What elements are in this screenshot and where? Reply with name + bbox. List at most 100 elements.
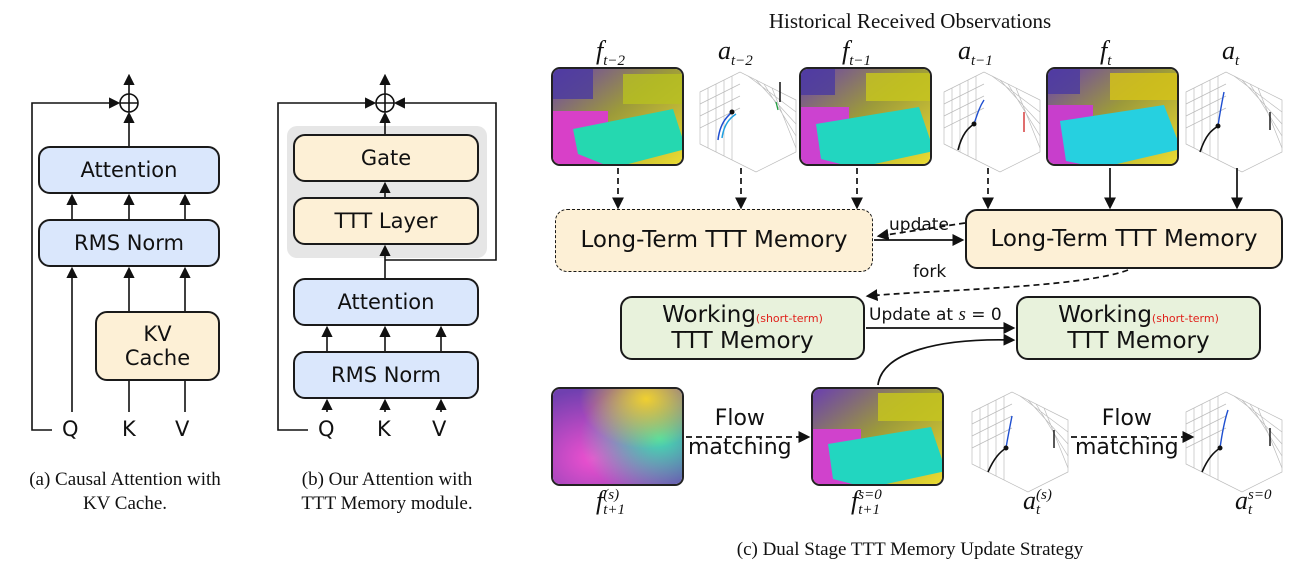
caption-a-line1: (a) Causal Attention with [29, 469, 221, 490]
caption-b-line2: TTT Memory module. [301, 492, 473, 514]
frame-label-base: f [1100, 36, 1108, 65]
label-sub: t [1036, 502, 1041, 519]
update-at-prefix: Update at [869, 305, 959, 325]
update-label: update [889, 215, 949, 235]
caption-b: (b) Our Attention with TTT Memory module… [262, 468, 512, 516]
frame-label-f-t-1: ft−1 [842, 36, 871, 70]
flow-image-f-t1-s [551, 387, 684, 486]
flow-image-f-t1-s0 [811, 387, 944, 486]
frame-label-base: a [718, 36, 731, 65]
sum-node-b [375, 93, 395, 113]
flow-line1: Flow [1101, 406, 1152, 431]
rms-norm-label: RMS Norm [74, 230, 184, 255]
attention-label: Attention [80, 157, 178, 182]
rms-norm-box-a: RMS Norm [38, 219, 220, 267]
gate-label: Gate [360, 145, 412, 170]
label-base: f [851, 486, 859, 515]
q-label-b: Q [318, 417, 335, 441]
kv-cache-label-line1: KV [143, 321, 172, 346]
label-sub: t+1 [858, 502, 881, 519]
flow-image [553, 69, 682, 164]
short-term-tag: (short-term) [755, 311, 823, 325]
update-at-var: s [958, 304, 966, 325]
frame-label-sub: t [1235, 53, 1240, 70]
long-term-memory-label: Long-Term TTT Memory [580, 227, 848, 254]
working-memory-line1: Working(short-term) [662, 302, 823, 328]
fork-label: fork [913, 262, 947, 282]
flow-image [1048, 69, 1177, 164]
flow-image-f-t-1 [799, 67, 932, 166]
trajectory-plot-a-t-s [971, 391, 1069, 493]
update-at-suffix: = 0 [965, 305, 1002, 325]
frame-label-sub: t−1 [849, 53, 872, 70]
working-label: Working [662, 301, 756, 328]
k-label-a: K [122, 417, 136, 441]
label-a-t-s: a(s)t [1023, 486, 1052, 518]
attention-label: Attention [337, 289, 435, 314]
label-sup: s=0 [858, 487, 882, 504]
working-memory-line2: TTT Memory [671, 328, 814, 354]
flow-line2: matching [1075, 434, 1179, 460]
frame-label-base: f [596, 36, 604, 65]
flow-line2: matching [688, 434, 792, 460]
kv-cache-box: KV Cache [95, 311, 220, 381]
trajectory-plot-a-t-2 [699, 71, 797, 173]
flow-image-noisy [553, 389, 682, 484]
flow-image [801, 69, 930, 164]
caption-a: (a) Causal Attention with KV Cache. [0, 468, 250, 516]
historical-observations-title: Historical Received Observations [768, 9, 1052, 33]
gate-box: Gate [293, 134, 479, 182]
short-term-tag: (short-term) [1151, 311, 1219, 325]
label-base: a [1023, 486, 1036, 515]
flow-matching-label-2: Flow matching [1075, 405, 1179, 462]
label-base: a [1235, 486, 1248, 515]
frame-label-sub: t−2 [731, 53, 753, 70]
update-at-s0-label: Update at s = 0 [869, 304, 1002, 326]
v-label-b: V [432, 417, 447, 441]
working-ttt-memory-left: Working(short-term) TTT Memory [620, 296, 865, 360]
label-base: f [596, 486, 604, 515]
ttt-layer-label: TTT Layer [334, 208, 438, 233]
label-sub: t+1 [603, 502, 626, 519]
long-term-memory-label: Long-Term TTT Memory [990, 225, 1258, 252]
label-sup: s=0 [1248, 487, 1272, 504]
frame-label-f-t-2: ft−2 [596, 36, 625, 70]
frame-label-a-t: at [1222, 36, 1239, 70]
flow-image-f-t-2 [551, 67, 684, 166]
frame-label-a-t-2: at−2 [718, 36, 753, 70]
working-ttt-memory-right: Working(short-term) TTT Memory [1016, 296, 1261, 360]
frame-label-base: a [958, 36, 971, 65]
attention-box-b: Attention [293, 278, 479, 326]
ttt-layer-box: TTT Layer [293, 197, 479, 245]
v-label-a: V [175, 417, 190, 441]
long-term-ttt-memory-old: Long-Term TTT Memory [555, 209, 873, 272]
flow-matching-label-1: Flow matching [688, 405, 792, 462]
kv-cache-label-line2: Cache [124, 346, 191, 370]
label-sub: t [1248, 502, 1253, 519]
q-label-a: Q [62, 417, 79, 441]
frame-label-sub: t−1 [971, 53, 993, 70]
caption-b-line1: (b) Our Attention with [301, 469, 473, 490]
trajectory-plot-a-t [1185, 71, 1283, 173]
working-label: Working [1058, 301, 1152, 328]
long-term-ttt-memory-new: Long-Term TTT Memory [965, 209, 1283, 269]
caption-a-line2: KV Cache. [82, 492, 168, 514]
label-sup: (s) [603, 487, 620, 504]
frame-label-base: a [1222, 36, 1235, 65]
flow-image-f-t [1046, 67, 1179, 166]
frame-label-f-t: ft [1100, 36, 1111, 70]
trajectory-plot-a-t-1 [943, 71, 1041, 173]
rms-norm-box-b: RMS Norm [293, 351, 479, 399]
working-memory-line2: TTT Memory [1067, 328, 1210, 354]
frame-label-base: f [842, 36, 850, 65]
frame-label-a-t-1: at−1 [958, 36, 993, 70]
caption-c: (c) Dual Stage TTT Memory Update Strateg… [736, 539, 1084, 560]
label-scripts: (s)t+1 [603, 488, 625, 518]
frame-label-sub: t [1107, 53, 1112, 70]
k-label-b: K [377, 417, 391, 441]
rms-norm-label: RMS Norm [331, 362, 441, 387]
